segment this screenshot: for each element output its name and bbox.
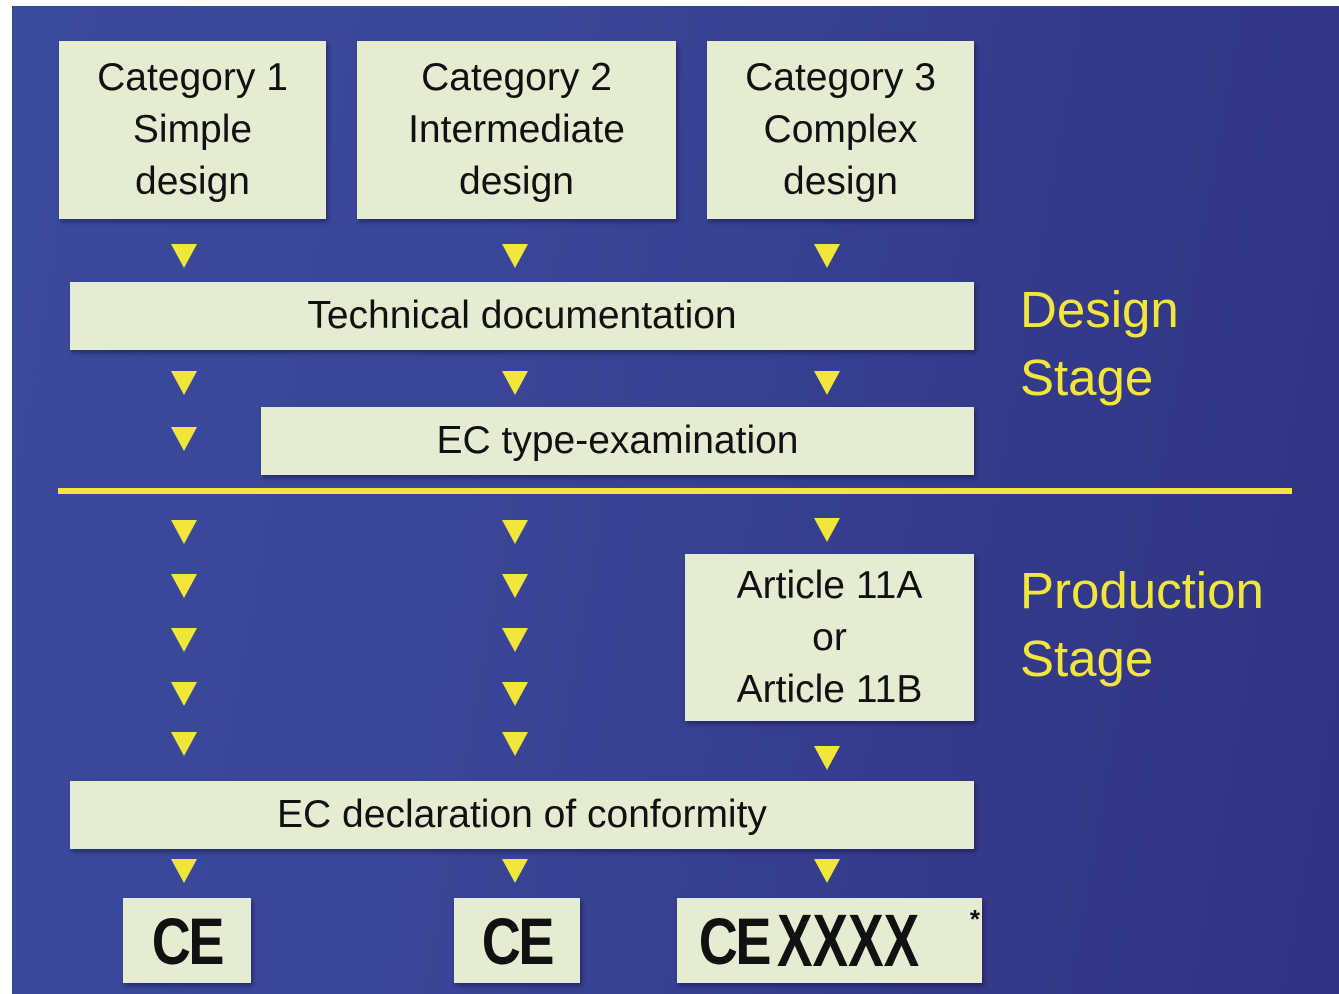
category-1-design: design <box>135 160 250 203</box>
ce-mark-2-logo: CE <box>481 903 555 978</box>
down-arrow-c3-21 <box>814 746 840 770</box>
category-3-box: Category 3 Complex design <box>707 41 974 219</box>
article-11a-label: Article 11A <box>736 563 923 607</box>
diagram-canvas: Category 1 Simple design Category 2 Inte… <box>12 6 1339 994</box>
ce-mark-category-2: CE <box>454 898 580 983</box>
ce-mark-category-1: CE <box>123 898 251 983</box>
design-stage-line1: Design <box>1020 281 1179 338</box>
down-arrow-c1-1 <box>171 244 197 268</box>
notified-body-number: XXXX <box>776 898 919 982</box>
technical-documentation-box: Technical documentation <box>70 282 974 350</box>
article-or-label: or <box>812 615 847 659</box>
down-arrow-c1-5 <box>171 574 197 598</box>
down-arrow-c2-14 <box>502 628 528 652</box>
down-arrow-c3-20 <box>814 518 840 542</box>
flow-arrows <box>171 244 840 883</box>
down-arrow-c1-2 <box>171 371 197 395</box>
ec-type-examination-box: EC type-examination <box>261 407 974 475</box>
category-2-design: design <box>459 160 574 203</box>
down-arrow-c2-16 <box>502 732 528 756</box>
category-3-subtitle: Complex <box>763 108 918 151</box>
category-1-title: Category 1 <box>97 56 288 99</box>
ce-mark-category-3: CE XXXX * <box>677 898 982 983</box>
production-stage-label: Production Stage <box>1020 557 1264 693</box>
down-arrow-c2-11 <box>502 371 528 395</box>
production-stage-line2: Stage <box>1020 630 1154 687</box>
category-2-title: Category 2 <box>421 56 612 99</box>
down-arrow-c1-8 <box>171 732 197 756</box>
design-stage-label: Design Stage <box>1020 276 1179 412</box>
down-arrow-c2-12 <box>502 520 528 544</box>
production-stage-line1: Production <box>1020 562 1264 619</box>
down-arrow-c1-7 <box>171 682 197 706</box>
down-arrow-c2-15 <box>502 682 528 706</box>
stage-divider-line <box>58 488 1292 494</box>
ce-mark-1-logo: CE <box>151 903 225 978</box>
down-arrow-c3-18 <box>814 244 840 268</box>
down-arrow-c1-4 <box>171 520 197 544</box>
ce-mark-3-logo: CE <box>698 903 772 978</box>
article-box: Article 11A or Article 11B <box>685 554 974 721</box>
technical-documentation-label: Technical documentation <box>307 294 737 337</box>
down-arrow-c2-10 <box>502 244 528 268</box>
ec-declaration-box: EC declaration of conformity <box>70 781 974 849</box>
down-arrow-c3-19 <box>814 371 840 395</box>
design-stage-line2: Stage <box>1020 349 1154 406</box>
category-3-design: design <box>783 160 898 203</box>
down-arrow-c1-3 <box>171 427 197 451</box>
down-arrow-c1-6 <box>171 628 197 652</box>
down-arrow-c2-13 <box>502 574 528 598</box>
ec-declaration-label: EC declaration of conformity <box>277 793 767 836</box>
down-arrow-c3-22 <box>814 859 840 883</box>
down-arrow-c1-9 <box>171 859 197 883</box>
down-arrow-c2-17 <box>502 859 528 883</box>
category-2-subtitle: Intermediate <box>408 108 625 151</box>
article-11b-label: Article 11B <box>736 667 923 711</box>
category-1-box: Category 1 Simple design <box>59 41 326 219</box>
category-3-title: Category 3 <box>745 56 936 99</box>
category-2-box: Category 2 Intermediate design <box>357 41 676 219</box>
ec-type-examination-label: EC type-examination <box>436 419 799 462</box>
category-1-subtitle: Simple <box>132 108 253 151</box>
asterisk-footnote-mark: * <box>969 904 980 934</box>
